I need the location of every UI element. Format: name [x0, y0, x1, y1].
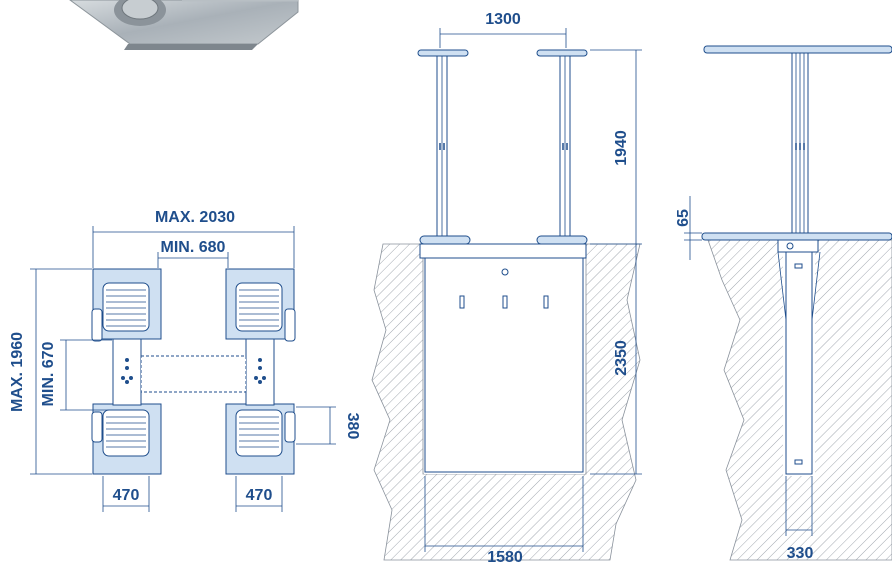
pad-top-right: [225, 268, 296, 342]
dim-max-width: MAX. 2030: [155, 209, 235, 226]
dim-lift-height: 1940: [613, 130, 630, 166]
dim-min-width: MIN. 680: [161, 239, 226, 256]
dim-column-spacing: 1300: [485, 11, 521, 28]
dim-max-length: MAX. 1960: [9, 332, 26, 412]
top-view: MAX. 2030 MIN. 680 MAX. 1960 MIN. 670 38…: [9, 209, 361, 512]
dim-platform-height: 65: [675, 209, 692, 227]
product-photo-fragment: [69, 0, 299, 50]
dim-pit-width: 1580: [487, 549, 523, 564]
dim-pad-width-left: 470: [113, 487, 140, 504]
dim-column-width: 330: [787, 545, 814, 562]
front-view: 1300 1940 2350 1580: [371, 11, 642, 564]
side-view: 65 330: [675, 45, 892, 562]
pad-bottom-right: [225, 403, 296, 475]
front-column-left: [417, 49, 471, 245]
pad-bottom-left: [91, 403, 162, 475]
pad-top-left: [91, 268, 162, 342]
dim-pad-width-right: 470: [246, 487, 273, 504]
dim-min-length: MIN. 670: [40, 341, 57, 406]
dim-pad-height: 380: [344, 413, 361, 440]
dim-pit-depth: 2350: [613, 340, 630, 376]
front-column-right: [536, 49, 588, 245]
